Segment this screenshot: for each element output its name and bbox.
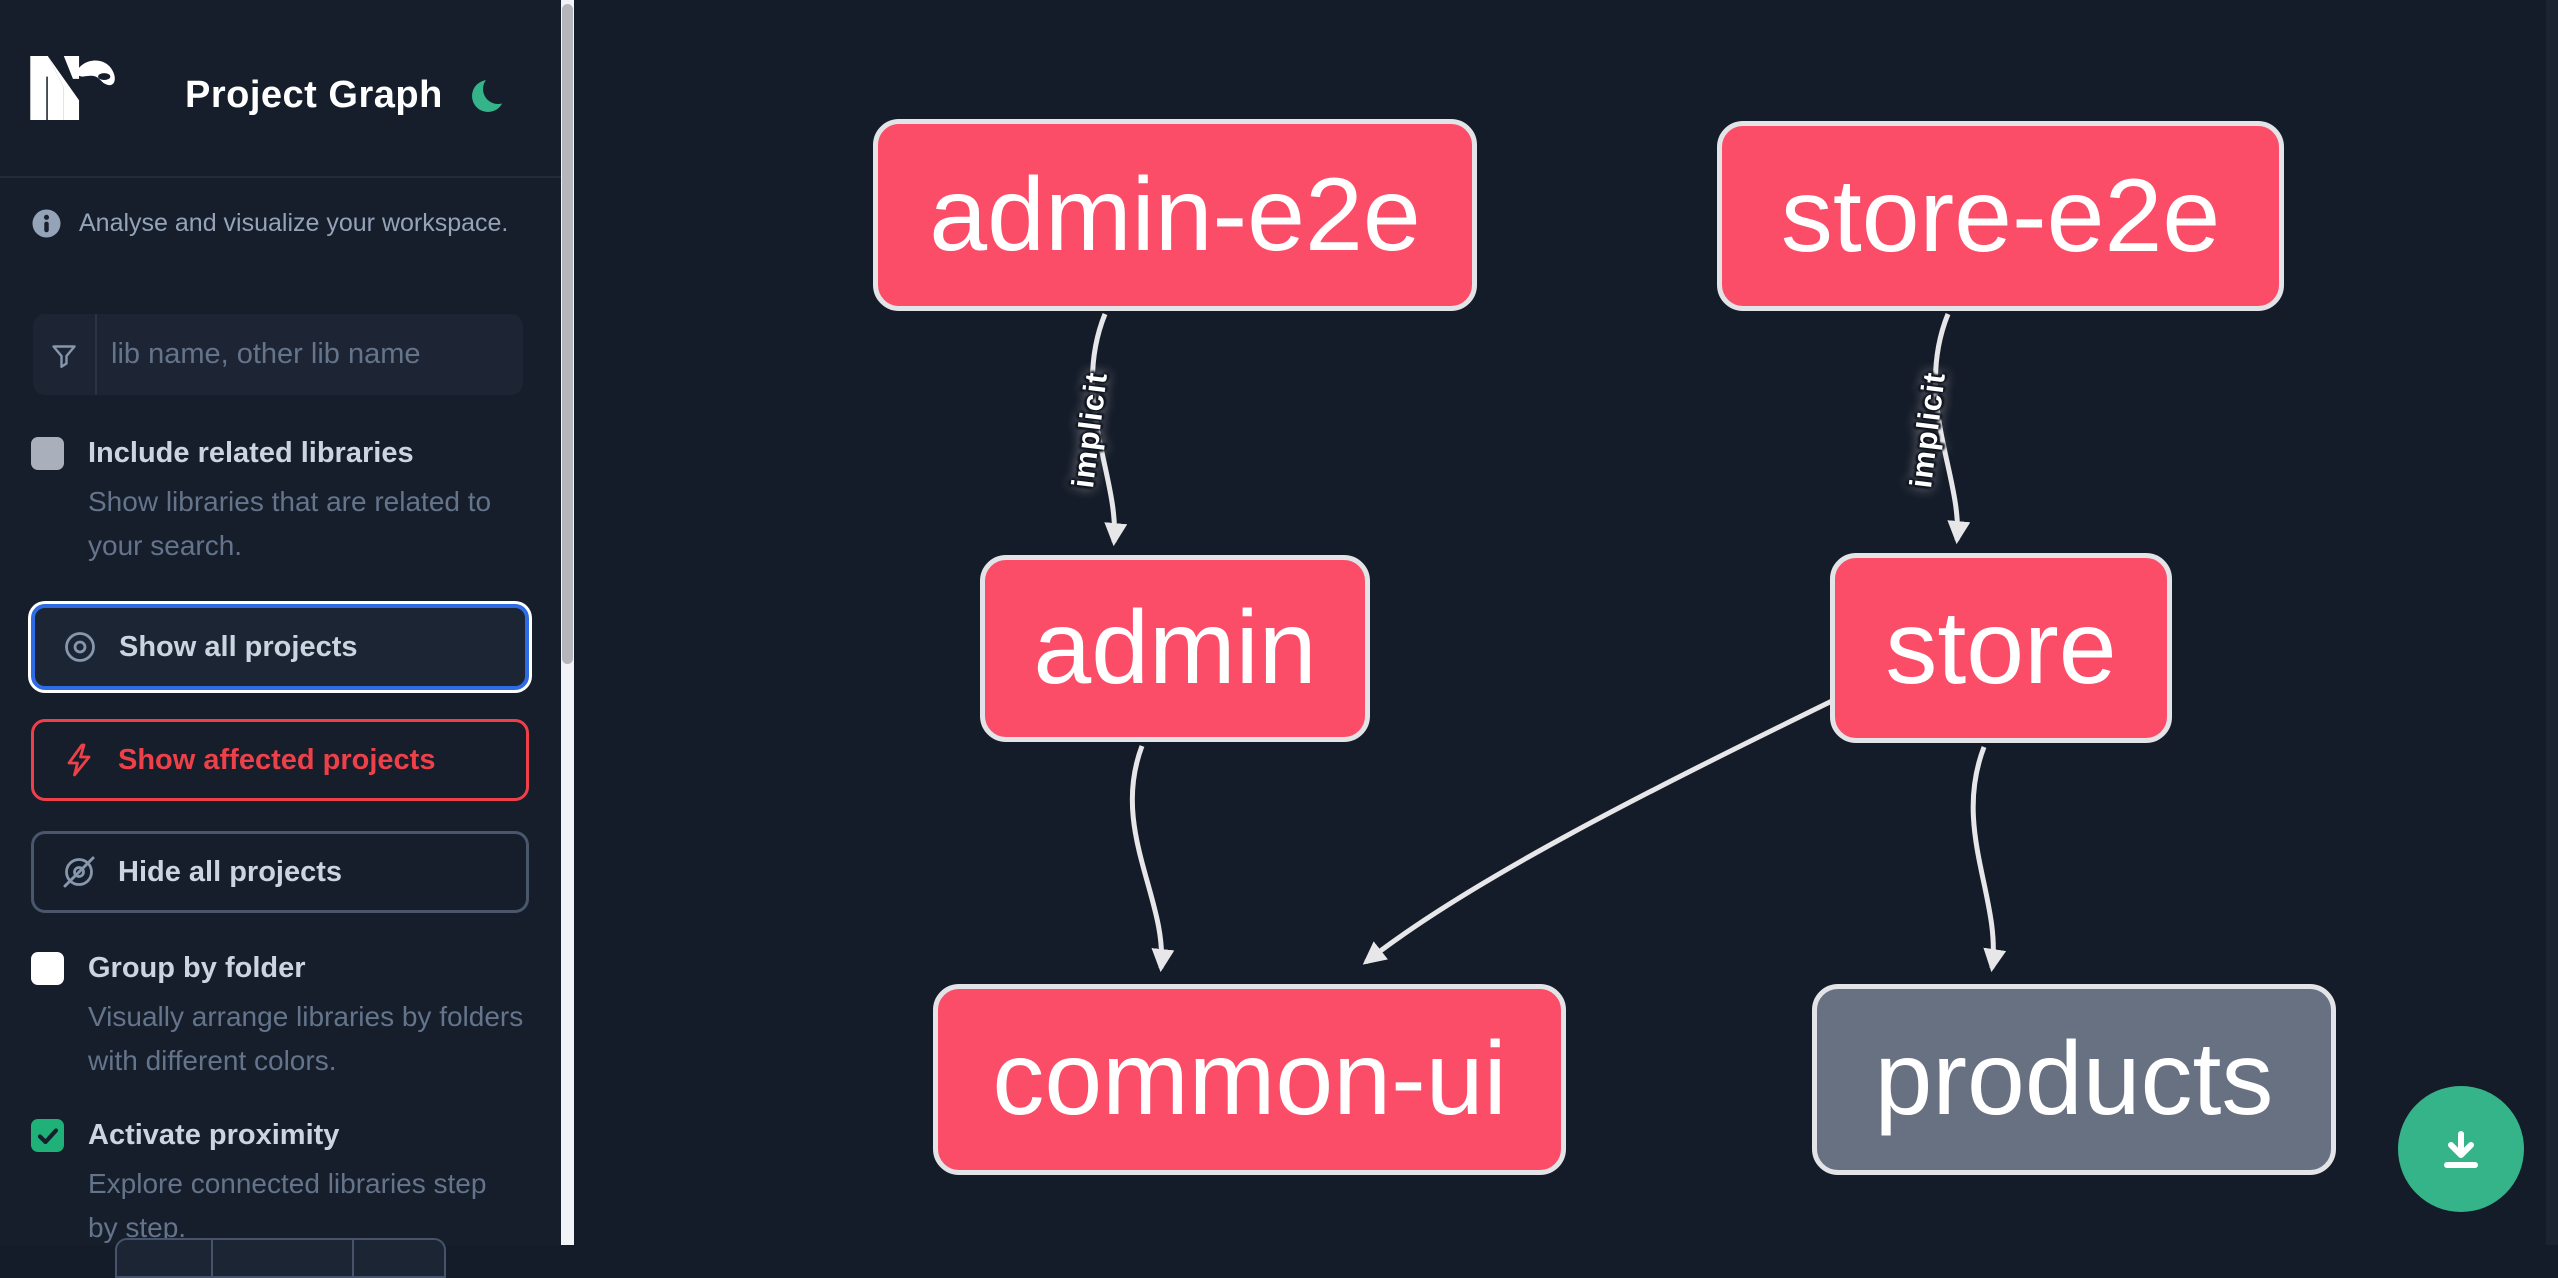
show-all-projects-label: Show all projects [119, 630, 358, 663]
node-label: products [1874, 1021, 2274, 1137]
edge-store-to-products[interactable] [1970, 746, 2007, 973]
edge-store-e2e-to-store[interactable] [1932, 313, 1971, 545]
show-affected-projects-button[interactable]: Show affected projects [31, 719, 529, 801]
main-scrollbar-track[interactable] [2546, 0, 2558, 1245]
bolt-icon [67, 743, 91, 777]
graph-node-store[interactable]: store [1830, 553, 2172, 743]
filter-icon [33, 314, 97, 395]
show-all-projects-button[interactable]: Show all projects [31, 604, 529, 690]
node-label: store-e2e [1780, 157, 2221, 274]
sidebar: Project Graph Analyse and visualize your… [0, 0, 561, 1278]
stepper-increment-button[interactable] [352, 1240, 444, 1276]
include-related-label: Include related libraries [88, 437, 414, 469]
sidebar-scrollbar-thumb[interactable] [562, 4, 573, 664]
theme-toggle-moon-icon[interactable] [472, 74, 513, 114]
app-title: Project Graph [185, 74, 443, 116]
header-divider [0, 176, 561, 178]
include-related-checkbox[interactable] [31, 437, 64, 470]
include-related-description: Show libraries that are related to your … [88, 486, 492, 561]
check-icon [37, 1127, 58, 1144]
node-label: store [1885, 589, 2117, 706]
workspace-info-row: Analyse and visualize your workspace. [32, 206, 532, 240]
include-related-row: Include related libraries Show libraries… [31, 434, 531, 568]
edge-admin-e2e-to-admin[interactable] [1089, 313, 1128, 547]
graph-node-store-e2e[interactable]: store-e2e [1717, 121, 2284, 311]
tagline: Analyse and visualize your workspace. [79, 208, 509, 237]
download-icon [2444, 1131, 2478, 1168]
activate-proximity-label: Activate proximity [88, 1119, 340, 1151]
show-affected-projects-label: Show affected projects [118, 743, 436, 776]
graph-node-products[interactable]: products [1812, 984, 2336, 1175]
hide-all-projects-button[interactable]: Hide all projects [31, 831, 529, 913]
proximity-depth-stepper [115, 1238, 446, 1278]
group-by-folder-row: Group by folder Visually arrange librari… [31, 949, 531, 1083]
search-input[interactable] [97, 314, 523, 395]
graph-edges-layer [1089, 313, 2007, 973]
group-by-folder-label: Group by folder [88, 952, 306, 984]
graph-node-common-ui[interactable]: common-ui [933, 984, 1566, 1175]
nx-logo [30, 56, 115, 120]
activate-proximity-row: Activate proximity Explore connected lib… [31, 1116, 531, 1250]
sidebar-scrollbar-track[interactable] [561, 0, 574, 1245]
activate-proximity-checkbox[interactable] [31, 1119, 64, 1152]
edge-store-to-common-ui[interactable] [1362, 697, 1836, 965]
search-filter-box [33, 314, 523, 395]
edge-admin-to-common-ui[interactable] [1129, 745, 1175, 973]
info-icon [32, 208, 61, 238]
node-label: admin-e2e [929, 156, 1421, 273]
eye-off-icon [63, 856, 95, 888]
node-label: common-ui [992, 1021, 1507, 1137]
group-by-folder-description: Visually arrange libraries by folders wi… [88, 1001, 524, 1076]
graph-node-admin[interactable]: admin [980, 555, 1370, 742]
activate-proximity-description: Explore connected libraries step by step… [88, 1168, 487, 1243]
group-by-folder-checkbox[interactable] [31, 952, 64, 985]
download-button[interactable] [2398, 1086, 2524, 1212]
node-label: admin [1033, 590, 1317, 706]
stepper-decrement-button[interactable] [117, 1240, 211, 1276]
sidebar-header: Project Graph [0, 0, 561, 176]
stepper-value [211, 1240, 352, 1276]
eye-icon [65, 632, 95, 662]
graph-node-admin-e2e[interactable]: admin-e2e [873, 119, 1477, 311]
hide-all-projects-label: Hide all projects [118, 855, 343, 888]
